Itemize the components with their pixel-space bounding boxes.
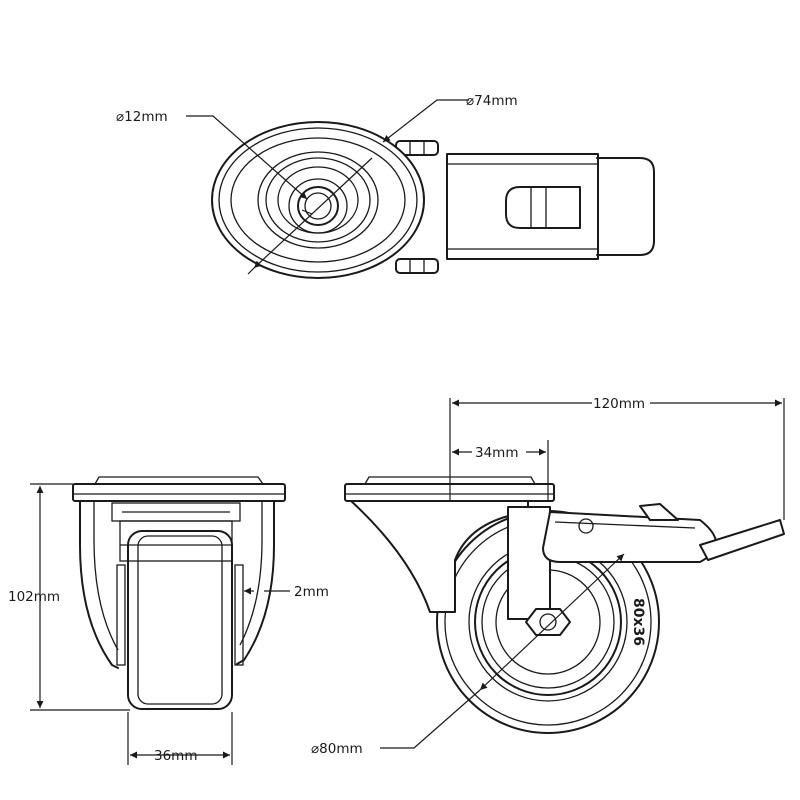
wheel-marking: 80x36	[630, 598, 646, 646]
overall-length-label: 120mm	[593, 396, 645, 412]
plate-diameter-label: ⌀74mm	[466, 93, 518, 109]
offset-label: 34mm	[475, 445, 518, 461]
side-gap-label: 2mm	[294, 584, 329, 600]
side-view: 80x36 120mm 34mm ⌀80mm	[311, 396, 785, 757]
front-view: 102mm 2mm 36mm	[8, 476, 329, 765]
wheel-width-label: 36mm	[154, 748, 197, 764]
axle-diameter-label: ⌀12mm	[116, 109, 168, 125]
overall-height-label: 102mm	[8, 589, 60, 605]
top-view: ⌀12mm ⌀74mm	[116, 93, 655, 279]
wheel-diameter-label: ⌀80mm	[311, 741, 363, 757]
